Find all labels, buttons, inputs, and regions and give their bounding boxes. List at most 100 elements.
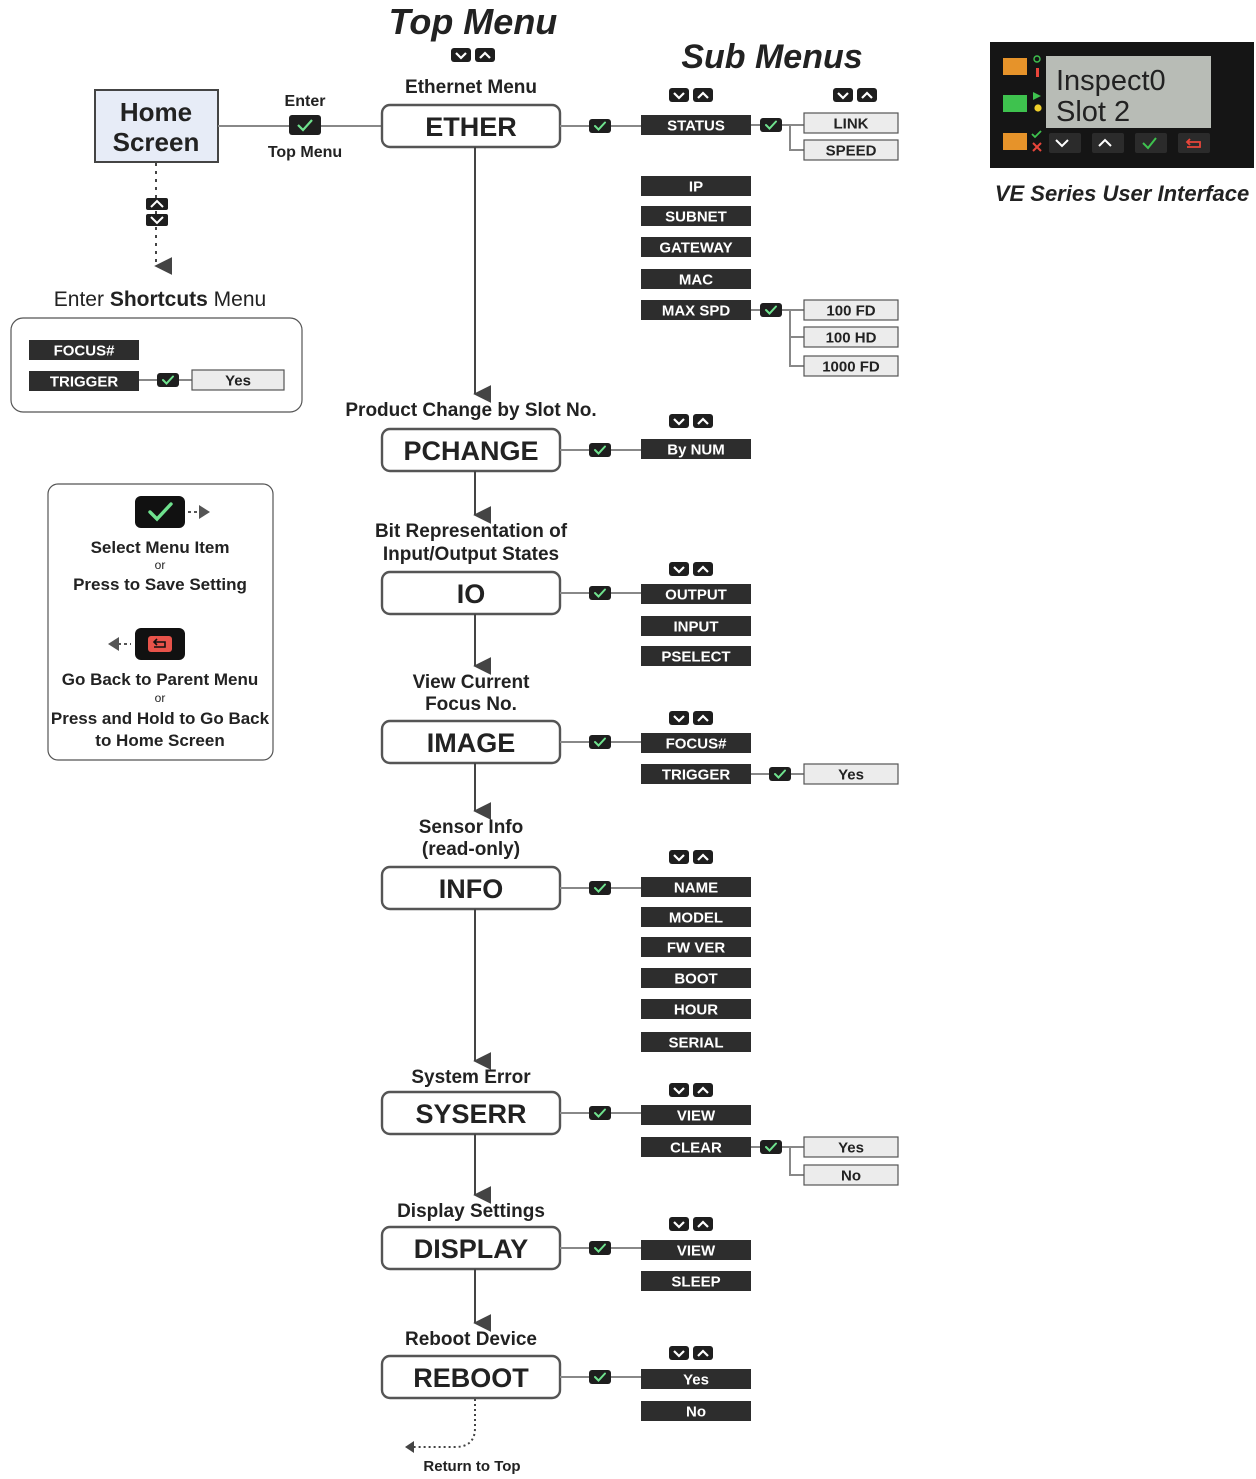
ether-submenu-item[interactable]: GATEWAY	[641, 237, 751, 257]
shortcuts-prefix: Enter	[54, 288, 110, 311]
check-icon	[588, 1369, 612, 1385]
syserr-submenu-item[interactable]: CLEAR	[641, 1137, 751, 1157]
submenu-item-label: BOOT	[674, 971, 717, 988]
reboot-submenu-item[interactable]: Yes	[641, 1369, 751, 1389]
submenu-item-label: VIEW	[677, 1108, 716, 1125]
menu-box-label: ETHER	[425, 112, 517, 142]
up-down-arrows-icon	[667, 848, 715, 866]
up-arrow-icon-glyph	[150, 199, 164, 208]
up-down-arrows-icon	[667, 560, 715, 578]
check-icon	[588, 442, 612, 458]
info-submenu-item[interactable]: FW VER	[641, 937, 751, 957]
menu-image[interactable]: IMAGE	[380, 719, 562, 765]
display-submenu-item[interactable]: VIEW	[641, 1240, 751, 1260]
option-item-bg	[191, 369, 285, 391]
reboot-menu-title: Reboot Device	[405, 1329, 537, 1350]
image-trigger-yes[interactable]: Yes	[803, 763, 899, 785]
menu-reboot[interactable]: REBOOT	[380, 1354, 562, 1400]
clear-option-no[interactable]: No	[803, 1164, 899, 1186]
menu-io[interactable]: IO	[380, 570, 562, 616]
menu-box-label: IO	[457, 579, 486, 609]
io-submenu-item[interactable]: PSELECT	[641, 646, 751, 666]
menu-info[interactable]: INFO	[380, 865, 562, 911]
pchange-submenu-item[interactable]: By NUM	[641, 439, 751, 459]
option-item-bg	[803, 1164, 899, 1186]
reboot-submenu-item[interactable]: No	[641, 1401, 751, 1421]
submenu-item-label: FOCUS#	[666, 736, 728, 753]
menu-box-label: DISPLAY	[414, 1234, 529, 1264]
ready-icon	[1034, 104, 1042, 112]
menu-display[interactable]: DISPLAY	[380, 1225, 562, 1271]
maxspd-option-100fd[interactable]: 100 FD	[803, 299, 899, 321]
shortcut-item-trigger[interactable]: TRIGGER	[29, 371, 139, 391]
option-item-bg	[803, 326, 899, 348]
device-up-button[interactable]	[1092, 133, 1124, 153]
home-screen-border	[94, 89, 219, 163]
submenu-item-bg	[641, 907, 751, 927]
submenu-item-label: NAME	[674, 880, 718, 897]
power-led	[1003, 58, 1027, 75]
power-icon	[1033, 55, 1041, 63]
submenu-item-bg	[641, 439, 751, 459]
submenu-item-label: MAX SPD	[662, 303, 731, 320]
submenu-item-bg	[641, 733, 751, 753]
device-button-glyph	[1098, 138, 1112, 147]
shortcut-trigger-yes[interactable]: Yes	[191, 369, 285, 391]
submenu-item-bg	[641, 968, 751, 988]
check-icon	[759, 117, 783, 133]
status-option-link[interactable]: LINK	[803, 112, 899, 134]
info-submenu-item[interactable]: BOOT	[641, 968, 751, 988]
option-item-bg	[803, 299, 899, 321]
select-check-icon	[148, 502, 173, 522]
submenu-item-label: HOUR	[674, 1002, 718, 1019]
io-submenu-item[interactable]: INPUT	[641, 616, 751, 636]
io-menu-title: Input/Output States	[383, 544, 559, 565]
up-down-arrows-icon	[667, 1215, 715, 1233]
submenu-item-bg	[641, 1032, 751, 1052]
maxspd-option-1000fd[interactable]: 1000 FD	[803, 355, 899, 377]
submenu-item-label: SERIAL	[668, 1035, 723, 1052]
clear-option-yes[interactable]: Yes	[803, 1136, 899, 1158]
menu-ether[interactable]: ETHER	[380, 103, 562, 149]
info-submenu-item[interactable]: SERIAL	[641, 1032, 751, 1052]
ether-submenu-item[interactable]: SUBNET	[641, 206, 751, 226]
device-enter-button[interactable]	[1135, 133, 1167, 153]
ether-submenu-item[interactable]: MAC	[641, 269, 751, 289]
submenu-item-bg	[641, 616, 751, 636]
home-screen-label: Screen	[113, 127, 200, 157]
menu-pchange[interactable]: PCHANGE	[380, 427, 562, 473]
up-down-arrows-icon	[667, 1344, 715, 1362]
info-submenu-item[interactable]: HOUR	[641, 999, 751, 1019]
image-submenu-item[interactable]: TRIGGER	[641, 764, 751, 784]
enter-label: Enter	[285, 93, 326, 110]
menu-syserr[interactable]: SYSERR	[380, 1090, 562, 1136]
display-submenu-item[interactable]: SLEEP	[641, 1271, 751, 1291]
device-button-glyph	[1142, 137, 1157, 150]
shortcut-item-focus[interactable]: FOCUS#	[29, 340, 139, 360]
image-submenu-item[interactable]: FOCUS#	[641, 733, 751, 753]
pass-icon	[1031, 130, 1042, 139]
ether-submenu-item[interactable]: MAX SPD	[641, 300, 751, 320]
ether-submenu-item[interactable]: STATUS	[641, 115, 751, 135]
info-submenu-item[interactable]: NAME	[641, 877, 751, 897]
option-item-label: 100 FD	[826, 303, 875, 320]
ether-submenu-item[interactable]: IP	[641, 176, 751, 196]
device-back-button[interactable]	[1178, 133, 1210, 153]
io-submenu-item[interactable]: OUTPUT	[641, 584, 751, 604]
syserr-submenu-item[interactable]: VIEW	[641, 1105, 751, 1125]
shortcuts-suffix: Menu	[208, 288, 266, 311]
pchange-menu-title: Product Change by Slot No.	[345, 400, 596, 421]
maxspd-option-100hd[interactable]: 100 HD	[803, 326, 899, 348]
lcd-screen	[1046, 56, 1211, 128]
info-submenu-item[interactable]: MODEL	[641, 907, 751, 927]
ve-series-device: Inspect0 Slot 2	[990, 42, 1254, 168]
device-button-bg	[1178, 133, 1210, 153]
submenu-item-bg	[641, 1271, 751, 1291]
status-option-speed[interactable]: SPEED	[803, 139, 899, 161]
submenu-item-label: STATUS	[667, 118, 725, 135]
image-menu-title: View Current	[413, 672, 531, 693]
syserr-menu-title: System Error	[411, 1067, 531, 1088]
device-down-button[interactable]	[1049, 133, 1081, 153]
